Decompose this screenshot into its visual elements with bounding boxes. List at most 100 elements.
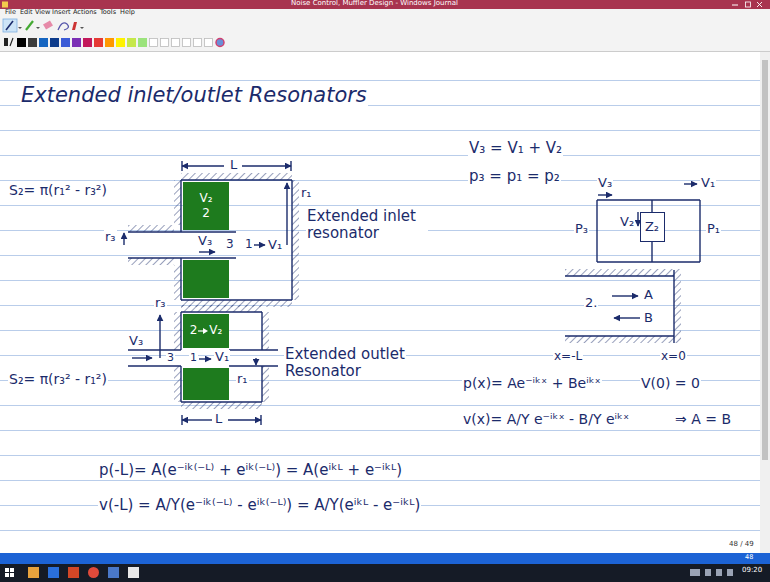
extended-outlet-resonator-part (181, 415, 182, 425)
pressure-label: P₁ (706, 222, 721, 236)
extended-outlet-resonator (128, 305, 278, 425)
closed-end-tube-part (565, 335, 674, 336)
window-chrome-part (746, 2, 751, 7)
extended-inlet-resonator-part (182, 165, 224, 166)
equation: p(-L)= A(e⁻ⁱᵏ⁽⁻ᴸ⁾ + eⁱᵏ⁽⁻ᴸ⁾) = A(eⁱᵏᴸ + … (98, 462, 403, 479)
velocity-label: V₁ (214, 350, 230, 364)
wave-label: A (643, 288, 654, 302)
extended-inlet-resonator-part (174, 180, 181, 225)
extended-outlet-resonator-part (180, 366, 181, 402)
window-chrome-part (732, 5, 738, 6)
pen-color-swatches-part (127, 38, 136, 47)
station-number: 1 (189, 352, 198, 364)
extended-outlet-resonator-part (182, 419, 212, 420)
radius-label: r₃ (104, 230, 117, 244)
extended-inlet-resonator-part (290, 161, 291, 171)
dimension-label: L (214, 412, 223, 426)
taskbar-icons-part (10, 568, 14, 572)
toolbar-icons-part (43, 20, 53, 29)
extended-outlet-resonator-part (183, 368, 229, 400)
extended-outlet-resonator-part (199, 358, 211, 359)
page-ground-part (0, 78, 760, 548)
toolbar-icons-part (3, 19, 17, 32)
page-ground-part (0, 564, 770, 582)
pen-color-swatches-part (17, 38, 26, 47)
equivalent-circuit-part (597, 261, 700, 262)
taskbar-icons-part (716, 569, 722, 576)
equivalent-circuit-part (597, 199, 700, 200)
pen-color-swatches-part (39, 38, 48, 47)
position-label: x=-L (553, 350, 583, 363)
resonator-cavity: 2V₂ (183, 314, 229, 348)
window-chrome-part (757, 2, 762, 7)
pen-color-swatches-part (105, 38, 114, 47)
velocity-label: V₂ (619, 215, 635, 229)
pen-color-swatches-part (94, 38, 103, 47)
node-text: 2 (202, 207, 210, 220)
pen-color-swatches-part (72, 38, 81, 47)
extended-outlet-resonator-part (261, 366, 262, 402)
extended-outlet-resonator-part (260, 415, 261, 425)
extended-inlet-resonator-part (291, 180, 292, 300)
toolbar-icons-part (10, 38, 13, 46)
taskbar-icons-part (5, 573, 9, 577)
extended-inlet-resonator-part (181, 179, 292, 180)
velocity-label: V₃ (128, 334, 144, 348)
pen-color-swatches-part (61, 38, 70, 47)
velocity-label: V₁ (267, 238, 283, 252)
page-ground (0, 52, 770, 582)
taskbar-icons-part (10, 573, 14, 577)
element-number: 2. (584, 296, 598, 310)
closed-end-tube-part (565, 336, 674, 343)
closed-end-tube-part (565, 269, 674, 276)
pen-color-swatches-part (83, 38, 92, 47)
figure-caption: Extended outlet Resonator (284, 346, 406, 379)
extended-inlet-resonator-part (242, 165, 291, 166)
window-chrome-part (0, 0, 770, 9)
equation: v(x)= A/Y e⁻ⁱᵏˣ - B/Y eⁱᵏˣ (462, 412, 630, 427)
equation: ⇒ A = B (674, 412, 732, 427)
closed-end-tube (565, 269, 681, 343)
closed-end-tube-part (612, 295, 638, 296)
page-heading: Extended inlet/outlet Resonators (20, 84, 368, 107)
extended-inlet-resonator-part (181, 161, 182, 171)
extended-inlet-resonator-part (254, 244, 265, 245)
dimension-label: L (229, 158, 238, 172)
extended-outlet-resonator-part (128, 365, 181, 366)
extended-outlet-resonator-part (180, 312, 181, 350)
velocity-label: V₃ (597, 176, 613, 190)
extended-inlet-resonator-part (180, 258, 181, 300)
menu-item: Insert (51, 9, 72, 16)
station-number: 3 (166, 352, 175, 364)
equivalent-circuit-part (596, 200, 597, 262)
taskbar-icons-part (88, 567, 99, 578)
pressure-label: P₃ (574, 222, 589, 236)
radius-label: r₁ (236, 372, 249, 386)
radius-label: r₁ (300, 186, 313, 200)
station-number: 3 (225, 238, 235, 251)
extended-inlet-resonator-part (128, 225, 174, 232)
extended-inlet-resonator-part (286, 183, 287, 245)
pen-color-swatches-part (172, 39, 180, 47)
pen-color-swatches-part (205, 39, 213, 47)
menu-item: View (34, 9, 51, 16)
extended-inlet-resonator-part (128, 231, 236, 232)
window-chrome-part (2, 2, 8, 8)
menu-item: Tools (99, 9, 117, 16)
wave-label: B (643, 311, 654, 325)
position-label: x=0 (660, 350, 687, 363)
window-title: Noise Control, Muffler Design - Windows … (290, 0, 459, 8)
node-text: Z₂ (645, 220, 659, 234)
extended-outlet-resonator-part (181, 311, 262, 312)
node-text: V₂ (209, 324, 222, 337)
window-chrome-part (0, 9, 770, 17)
taskbar-icons-part (28, 567, 39, 578)
extended-outlet-resonator-part (159, 315, 160, 358)
extended-outlet-resonator-part (174, 366, 181, 402)
page-ground-part (0, 52, 760, 553)
page-ground-part (760, 52, 770, 553)
equation: v(-L) = A/Y(e⁻ⁱᵏ⁽⁻ᴸ⁾ - eⁱᵏ⁽⁻ᴸ⁾) = A/Y(eⁱ… (98, 497, 421, 514)
taskbar-icons (5, 567, 733, 578)
node-text: V₂ (199, 192, 212, 205)
